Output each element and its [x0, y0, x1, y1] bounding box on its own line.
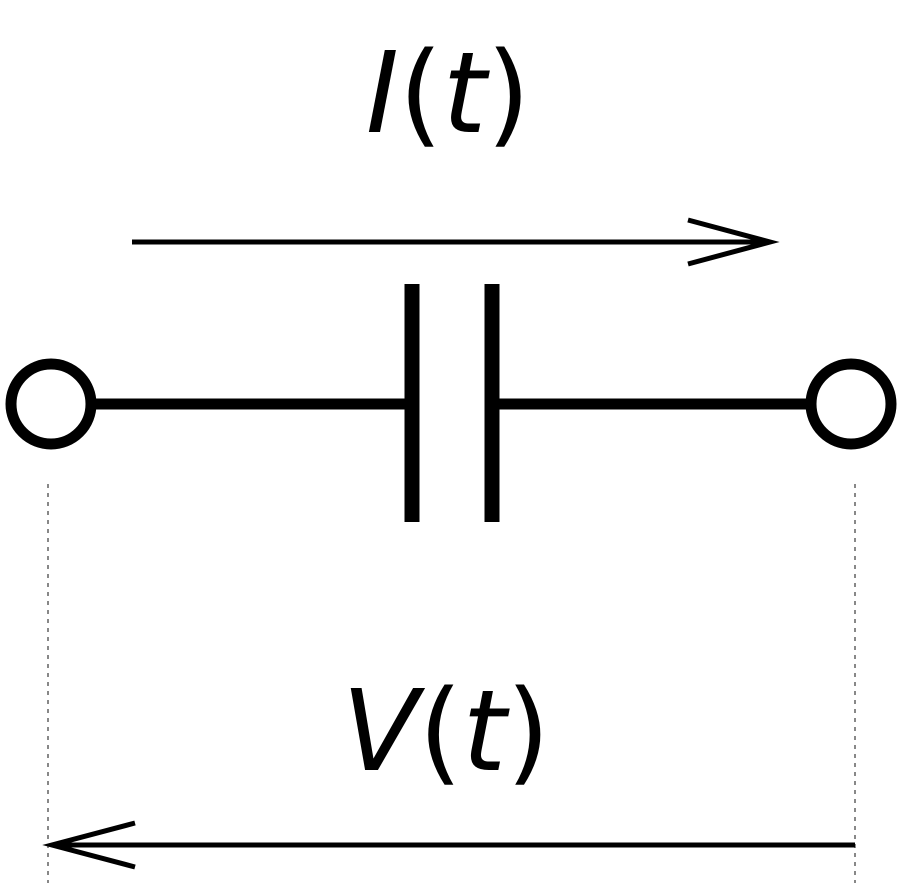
voltage-symbol: V: [342, 667, 426, 797]
current-open-paren: (: [399, 29, 443, 159]
current-arrow: [132, 217, 780, 267]
current-arrow-head: [687, 217, 780, 267]
right-terminal: [805, 358, 897, 450]
left-terminal: [5, 358, 97, 450]
voltage-arrow-head: [42, 820, 136, 870]
current-symbol: I: [366, 29, 399, 159]
voltage-close-paren: ): [506, 667, 550, 797]
current-label: I(t): [366, 29, 530, 159]
voltage-argument: t: [462, 667, 510, 797]
voltage-open-paren: (: [419, 667, 463, 797]
voltage-arrow: [42, 820, 855, 870]
current-close-paren: ): [486, 29, 530, 159]
voltage-label: V(t): [342, 667, 550, 797]
current-argument: t: [443, 29, 491, 159]
